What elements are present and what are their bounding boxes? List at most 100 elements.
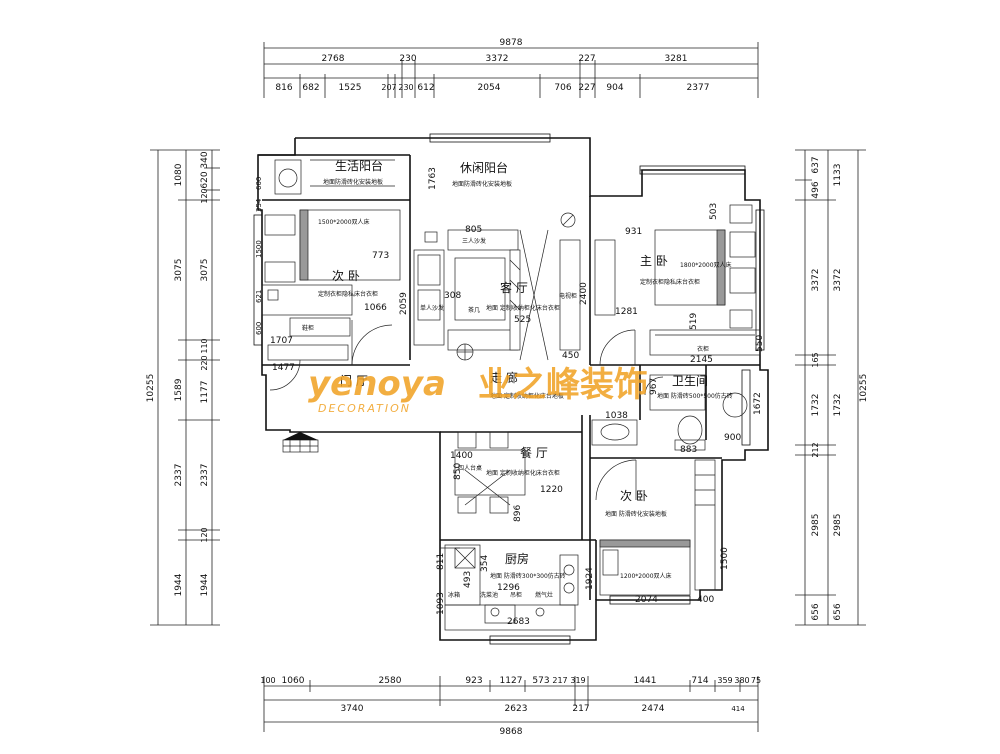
room-master-bedroom: 主 卧 [640, 254, 668, 268]
dim-931: 931 [625, 227, 642, 237]
note-dining-floor: 地面 定制收纳柜化床台衣柜 [486, 469, 560, 477]
note-wardrobe-left: 定制衣柜隐私床台衣柜 [318, 290, 378, 298]
watermark-chinese: 业之峰装饰 [478, 365, 648, 405]
dim-1400: 1400 [450, 451, 473, 461]
dim-1500b: 1500 [720, 547, 730, 570]
dim-right-outer-0: 1133 [833, 164, 843, 187]
room-kitchen: 厨房 [505, 551, 529, 566]
dim-503: 503 [709, 203, 719, 220]
dim-top-row3-2: 1525 [339, 83, 362, 93]
coffee-table-icon [454, 257, 506, 321]
dim-top-row3-0: 816 [275, 83, 292, 93]
dim-bottom-total: 9868 [500, 727, 523, 737]
note-second-floor: 地面 防滑砖化安装地板 [605, 510, 667, 518]
dim-top-row3-4: 230 [398, 83, 413, 92]
note-wardrobe-master: 定制衣柜隐私床台衣柜 [640, 278, 700, 286]
dim-1924: 1924 [585, 567, 595, 590]
dim-900: 900 [724, 433, 741, 443]
dim-850: 850 [453, 463, 463, 480]
dim-right-inner-1: 496 [811, 181, 821, 198]
note-bed-left: 1500*2000双人床 [318, 218, 370, 226]
dim-bottom-row1-8: 1441 [634, 676, 657, 686]
room-bathroom: 卫生间 [672, 374, 708, 388]
dim-left-inner-3: 3075 [200, 259, 210, 282]
furniture [261, 159, 761, 631]
washing-machine-icon [274, 159, 302, 195]
dim-right-outer-3: 2985 [833, 514, 843, 537]
dim-left-outer-2: 1589 [174, 378, 184, 401]
dim-bottom-row1-3: 923 [465, 676, 482, 686]
dim-bottom-row1-7: 319 [570, 676, 585, 685]
dim-bottom-row2-3: 2474 [642, 704, 665, 714]
dim-550: 550 [755, 335, 765, 352]
dim-1707: 1707 [270, 336, 293, 346]
dim-bottom-row2-2: 217 [572, 704, 589, 714]
note-living-floor: 地面 定制收纳柜化床台衣柜 [486, 304, 560, 312]
stove-icon [535, 607, 545, 617]
dim-896: 896 [513, 505, 523, 522]
room-hallway: 走 廊 [490, 370, 518, 385]
dim-left-inner-9: 1944 [200, 573, 210, 596]
dining-table-icon [454, 449, 526, 496]
dim-773: 773 [372, 251, 389, 261]
dim-bottom-row1-10: 359 [717, 676, 732, 685]
dim-354b: 354 [480, 555, 490, 572]
dim-519: 519 [689, 313, 699, 330]
dim-600b: 600 [255, 322, 263, 335]
dim-bottom-row1-2: 2580 [379, 676, 402, 686]
dim-top-total: 9878 [500, 38, 523, 48]
dim-bottom-row1-4: 1127 [500, 676, 523, 686]
dim-right-outer-4: 656 [833, 603, 843, 620]
dim-450: 450 [562, 351, 579, 361]
dim-left-inner-6: 1177 [200, 381, 210, 404]
shower-icon [722, 392, 748, 418]
dim-bottom-extra: 414 [731, 705, 745, 713]
washbasin-icon [591, 419, 638, 446]
room-second-bedroom-left: 次 卧 [332, 269, 360, 283]
interior-dimensions: 773 1763 805 2059 308 525 1066 1707 1477… [255, 167, 765, 627]
note-bed-second: 1200*2000双人床 [620, 572, 672, 580]
note-sofa-3: 三人沙发 [462, 237, 486, 245]
dim-left-outer-0: 1080 [174, 163, 184, 186]
dim-top-row2-4: 3281 [665, 54, 688, 64]
dim-top-row3-1: 682 [302, 83, 319, 93]
dim-bottom-row2-1: 2623 [505, 704, 528, 714]
note-kitchen-floor: 地面 防滑砖300*300仿古砖 [490, 572, 566, 580]
dim-1220: 1220 [540, 485, 563, 495]
dim-1093: 1093 [436, 592, 446, 615]
watermark-logo: yenoya 业之峰装饰 DECORATION [308, 364, 648, 415]
note-tea-table: 茶几 [468, 306, 480, 314]
note-fridge: 冰箱 [448, 591, 460, 599]
note-kitchen-cab: 吊柜 [510, 591, 522, 599]
note-sofa-1: 单人沙发 [420, 304, 444, 312]
dim-right-inner-5: 212 [811, 442, 820, 457]
dim-2683: 2683 [507, 617, 530, 627]
dim-811: 811 [436, 553, 446, 570]
dim-2400: 2400 [579, 282, 589, 305]
dim-2059: 2059 [399, 292, 409, 315]
dim-left-outer-3: 2337 [174, 464, 184, 487]
dim-1038: 1038 [605, 411, 628, 421]
dim-left-inner-5: 220 [200, 355, 209, 370]
tv-cabinet-icon [559, 239, 581, 351]
dim-1477: 1477 [272, 363, 295, 373]
note-dining-table: 四人台桌 [458, 464, 482, 472]
dim-top-row3-6: 2054 [478, 83, 501, 93]
dim-left-inner-8: 120 [200, 527, 209, 542]
note-cabinet-left: 鞋柜 [302, 324, 314, 332]
sink-icon [484, 604, 516, 624]
dim-left-inner-7: 2337 [200, 464, 210, 487]
dim-top-row3-9: 904 [606, 83, 623, 93]
annotation-notes: 地面防滑砖化安装地板 地面防滑砖化安装地板 1500*2000双人床 定制衣柜隐… [302, 178, 733, 599]
note-hallway-floor: 地面 定制收纳柜化床台地板 [490, 392, 564, 400]
dim-top-row3-3: 207 [381, 83, 396, 92]
note-bed-master: 1800*2000双人床 [680, 261, 732, 269]
dim-top-row2-1: 230 [399, 54, 416, 64]
dim-bottom-row1-6: 217 [552, 676, 567, 685]
dim-left-inner-2: 120 [200, 188, 209, 203]
room-second-bedroom-right: 次 卧 [620, 489, 648, 503]
dim-bottom-row2-0: 3740 [341, 704, 364, 714]
dim-top-row2-2: 3372 [486, 54, 509, 64]
dim-bottom-row1-1: 1060 [282, 676, 305, 686]
dim-1763: 1763 [428, 167, 438, 190]
